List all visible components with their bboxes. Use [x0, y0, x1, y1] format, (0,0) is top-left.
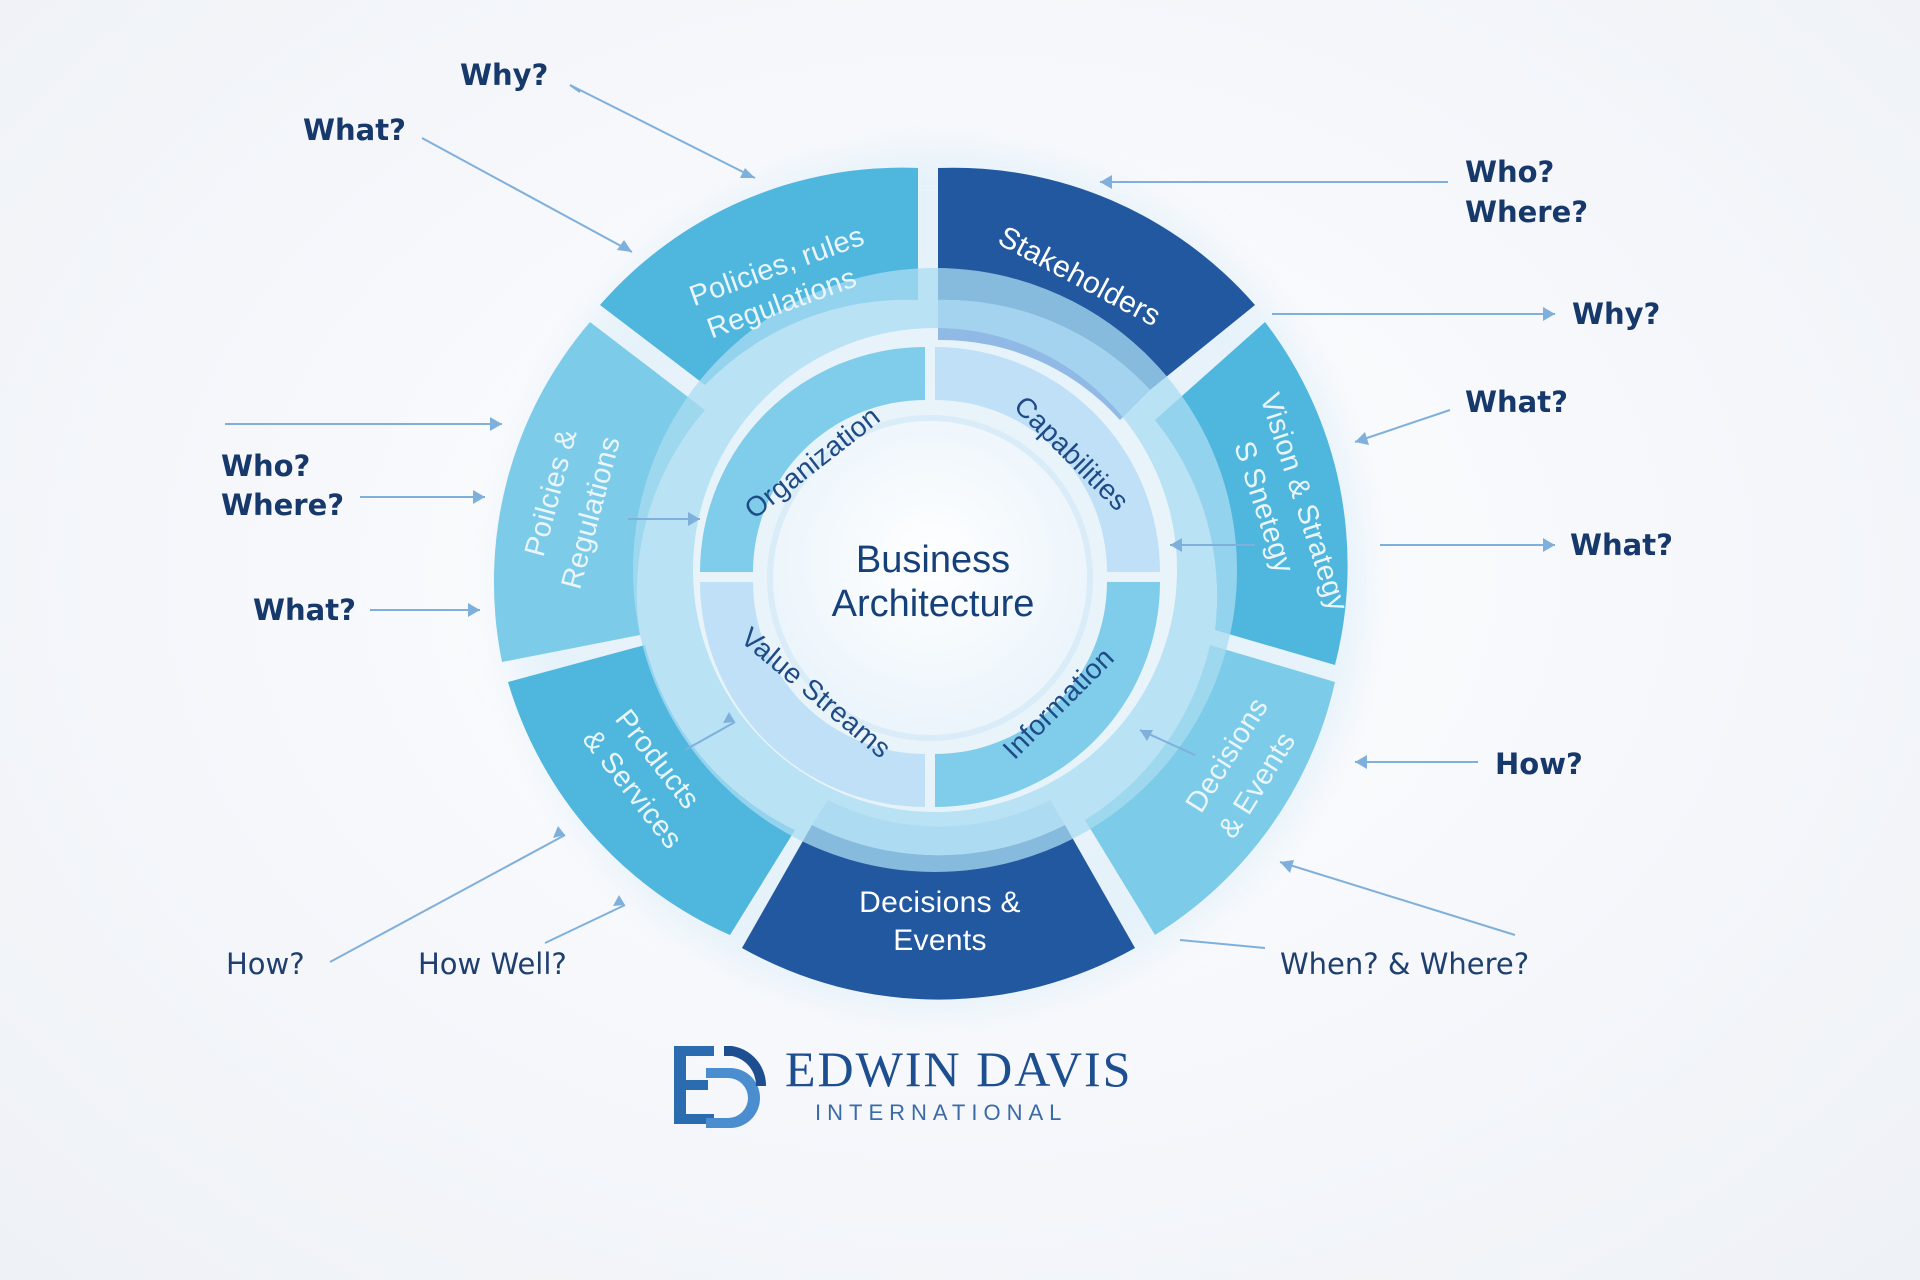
segment-decisions-events-bottom[interactable] [742, 825, 1135, 1000]
arrowhead-7 [1170, 538, 1182, 552]
segment-vision-strategy[interactable] [1155, 322, 1348, 665]
center-disc [767, 415, 1093, 741]
label-decisions-bottom-line2: Events [893, 924, 987, 957]
question-what-top: What? [303, 113, 406, 147]
arrowhead-14 [468, 603, 480, 617]
question-how-right: How? [1495, 747, 1583, 781]
arrowhead-13 [723, 712, 735, 723]
arrow-why-top [569, 84, 756, 179]
arrowhead-3 [1100, 175, 1112, 189]
inner-value-streams[interactable] [700, 582, 925, 807]
arrow-what-top [421, 137, 633, 253]
question-who-left: Who? [221, 449, 310, 483]
brand-subtitle: INTERNATIONAL [815, 1100, 1068, 1125]
arrowhead-11 [613, 895, 625, 906]
question-how-left: How? [226, 947, 305, 981]
middle-ring [633, 268, 1237, 872]
segment-stakeholders[interactable] [938, 167, 1255, 390]
brand-footer: EDWIN DAVIS INTERNATIONAL [0, 1030, 1920, 1150]
edwin-davis-logo-icon [674, 1046, 767, 1128]
arrow-how-left [329, 834, 566, 963]
arrowhead-1 [740, 168, 755, 178]
question-how-well: How Well? [418, 947, 567, 981]
arrowhead-16 [490, 417, 502, 431]
question-why-top: Why? [460, 58, 548, 92]
question-where-left: Where? [221, 488, 344, 522]
segment-decisions-events-right[interactable] [1085, 645, 1335, 935]
arrowhead-9 [1280, 860, 1294, 873]
arrowhead-why-top-start [569, 84, 581, 93]
arrow-when-where [1279, 861, 1516, 936]
question-who-right: Who? [1465, 155, 1554, 189]
arrowheads [468, 168, 1555, 906]
brand-name: EDWIN DAVIS [785, 1041, 1133, 1097]
arrowhead-4 [1543, 307, 1555, 321]
question-why-right: Why? [1572, 297, 1660, 331]
segment-policies-left[interactable] [493, 322, 705, 662]
arrowhead-5 [1355, 432, 1369, 445]
question-what-right-2: What? [1570, 528, 1673, 562]
arrowhead-2 [617, 240, 632, 252]
arrow-what-right-1 [1354, 409, 1451, 443]
question-when-where: When? & Where? [1280, 947, 1529, 981]
arrow-when-where-tail [1179, 939, 1266, 949]
arrow-products-to-value-streams [684, 721, 736, 751]
center-title-line2: Architecture [832, 583, 1035, 625]
arrowhead-10 [1140, 730, 1153, 741]
inner-capabilities[interactable] [935, 347, 1160, 572]
arrowhead-6 [1543, 538, 1555, 552]
inner-organization[interactable] [700, 347, 925, 572]
question-what-right-1: What? [1465, 385, 1568, 419]
arrowhead-8 [1355, 755, 1367, 769]
arrow-how-well [544, 904, 626, 944]
segment-products-services[interactable] [508, 645, 795, 935]
center-title-line1: Business [856, 539, 1010, 581]
question-what-left: What? [253, 593, 356, 627]
arrowhead-12 [553, 826, 565, 838]
arrowhead-15 [473, 490, 485, 504]
inner-information[interactable] [935, 582, 1160, 807]
label-decisions-bottom-line1: Decisions & [859, 886, 1021, 919]
question-where-right: Where? [1465, 195, 1588, 229]
arrowhead-17 [688, 512, 700, 526]
segment-policies-top[interactable] [600, 167, 918, 385]
